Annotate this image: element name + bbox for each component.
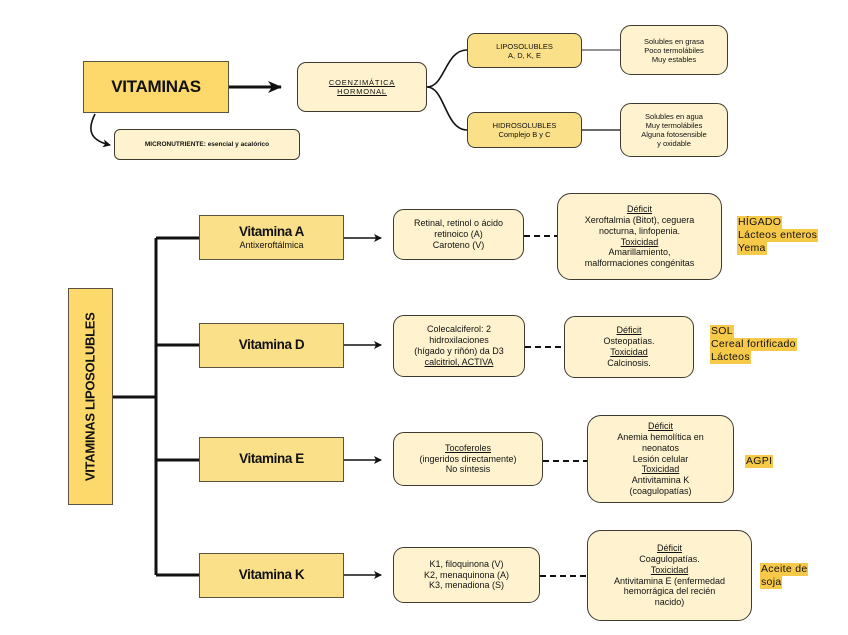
form-line: No síntesis	[445, 464, 491, 475]
vitamina-k-effects-box: Déficit Coagulopatías. Toxicidad Antivit…	[587, 530, 752, 621]
vitamina-d-name: Vitamina D	[238, 337, 305, 353]
source-item: soja	[760, 576, 783, 589]
deficit-label: Déficit	[647, 421, 673, 432]
vitamina-a-box: Vitamina A Antixeroftálmica	[199, 215, 344, 260]
vitamina-a-name: Vitamina A	[238, 224, 305, 239]
toxicity-line: (coagulopatías)	[629, 485, 692, 496]
property: Alguna fotosensible	[641, 130, 707, 139]
form-line: K2, menaquinona (A)	[423, 569, 510, 580]
deficit-line: Osteopatías.	[603, 336, 655, 347]
arrow-vitaminas-to-micronutriente	[90, 113, 111, 148]
deficit-line: Lesión celular	[632, 453, 689, 464]
property: y oxidable	[657, 139, 691, 148]
vitamina-e-forms-box: Tocoferoles (ingeridos directamente) No …	[393, 432, 543, 486]
function-line-1: COENZIMÁTICA	[328, 78, 396, 87]
vitamina-k-sources: Aceite de soja	[760, 563, 809, 589]
toxicity-line: Antivitamina E (enfermedad	[613, 575, 726, 586]
form-line: Tocoferoles	[444, 442, 492, 453]
form-line: calcitriol, ACTIVA	[424, 356, 494, 367]
liposolubles-group-box: LIPOSOLUBLES A, D, K, E	[467, 33, 582, 68]
curve-to-hidrosolubles	[426, 86, 468, 131]
vitamina-d-sources: SOL Cereal fortificado Lácteos	[710, 325, 797, 364]
vitamina-a-subtitle: Antixeroftálmica	[239, 240, 304, 251]
form-line: Retinal, retinol o ácido	[413, 218, 504, 229]
toxicity-line: Calcinosis.	[607, 357, 651, 368]
micronutriente-box: MICRONUTRIENTE: esencial y acalórico	[114, 129, 300, 160]
hidrosolubles-properties-box: Solubles en agua Muy termolábiles Alguna…	[620, 103, 728, 157]
toxicity-line: nacido)	[654, 597, 685, 608]
toxicity-label: Toxicidad	[641, 464, 680, 475]
vitaminas-title: VITAMINAS	[111, 76, 201, 96]
deficit-label: Déficit	[626, 204, 652, 215]
source-item: SOL	[710, 325, 734, 338]
hidrosolubles-group-box: HIDROSOLUBLES Complejo B y C	[467, 112, 582, 148]
source-item: Yema	[737, 242, 767, 255]
property: Muy termolábiles	[645, 121, 703, 130]
deficit-line: nocturna, linfopenia.	[598, 225, 681, 236]
form-line: Colecalciferol: 2	[426, 324, 492, 335]
vitamina-k-name: Vitamina K	[238, 567, 305, 583]
toxicity-line: Amarillamiento,	[608, 247, 671, 258]
form-line: (ingeridos directamente)	[419, 453, 517, 464]
source-item: Lácteos enteros	[737, 229, 819, 242]
vitamina-e-box: Vitamina E	[199, 437, 344, 482]
deficit-label: Déficit	[616, 325, 642, 336]
form-line: Caroteno (V)	[432, 239, 485, 250]
deficit-line: Xeroftalmia (Bitot), ceguera	[584, 214, 695, 225]
liposolubles-title: VITAMINAS LIPOSOLUBLES	[82, 312, 98, 481]
source-item: Aceite de	[760, 563, 809, 576]
vitamina-d-forms-box: Colecalciferol: 2 hidroxilaciones (hígad…	[393, 315, 525, 377]
toxicity-label: Toxicidad	[650, 564, 689, 575]
source-item: HÍGADO	[737, 216, 783, 229]
property: Solubles en agua	[645, 112, 703, 121]
liposolubles-title-box: VITAMINAS LIPOSOLUBLES	[68, 288, 113, 505]
vitamina-e-effects-box: Déficit Anemia hemolítica en neonatos Le…	[587, 415, 734, 503]
toxicity-label: Toxicidad	[620, 236, 659, 247]
property: Poco termolábiles	[644, 45, 704, 55]
deficit-line: neonatos	[641, 442, 680, 453]
property: Solubles en grasa	[643, 36, 705, 46]
toxicity-line: hemorrágica del recién	[623, 586, 716, 597]
vitamina-e-name: Vitamina E	[239, 451, 304, 467]
form-line: (hígado y riñón) da D3	[414, 346, 504, 356]
liposolubles-properties-box: Solubles en grasa Poco termolábiles Muy …	[620, 25, 728, 75]
function-line-2: HORMONAL	[337, 87, 387, 96]
form-line: K3, menadiona (S)	[428, 580, 505, 591]
function-box: COENZIMÁTICA HORMONAL	[297, 62, 427, 112]
form-line: retinoico (A)	[434, 229, 483, 240]
property: Muy estables	[651, 54, 697, 64]
deficit-line: Anemia hemolítica en	[617, 432, 704, 442]
liposolubles-group-name: LIPOSOLUBLES	[496, 41, 553, 51]
source-item: Cereal fortificado	[710, 338, 797, 351]
vitamina-a-forms-box: Retinal, retinol o ácido retinoico (A) C…	[393, 209, 524, 260]
vitamina-a-sources: HÍGADO Lácteos enteros Yema	[737, 216, 819, 255]
vitamina-k-forms-box: K1, filoquinona (V) K2, menaquinona (A) …	[393, 547, 540, 603]
vitamina-a-effects-box: Déficit Xeroftalmia (Bitot), ceguera noc…	[557, 193, 722, 280]
toxicity-line: Antivitamina K	[631, 475, 690, 486]
hidrosolubles-group-name: HIDROSOLUBLES	[492, 121, 557, 130]
source-item: AGPI	[745, 455, 774, 468]
vitamina-e-sources: AGPI	[745, 455, 774, 468]
toxicity-label: Toxicidad	[610, 347, 648, 357]
source-item: Lácteos	[710, 351, 751, 364]
vitamina-d-box: Vitamina D	[199, 323, 344, 368]
vitamina-k-box: Vitamina K	[199, 553, 344, 598]
vitaminas-title-box: VITAMINAS	[83, 61, 229, 113]
toxicity-line: malformaciones congénitas	[584, 258, 695, 269]
curve-to-liposolubles	[426, 49, 468, 88]
micronutriente-text: MICRONUTRIENTE: esencial y acalórico	[144, 140, 270, 148]
form-line: K1, filoquinona (V)	[429, 558, 504, 569]
hidrosolubles-group-members: Complejo B y C	[498, 130, 551, 139]
deficit-label: Déficit	[656, 543, 682, 554]
liposolubles-group-members: A, D, K, E	[508, 50, 541, 60]
vitamina-d-effects-box: Déficit Osteopatías. Toxicidad Calcinosi…	[564, 316, 694, 378]
deficit-line: Coagulopatías.	[639, 553, 700, 564]
form-line: hidroxilaciones	[429, 335, 489, 346]
